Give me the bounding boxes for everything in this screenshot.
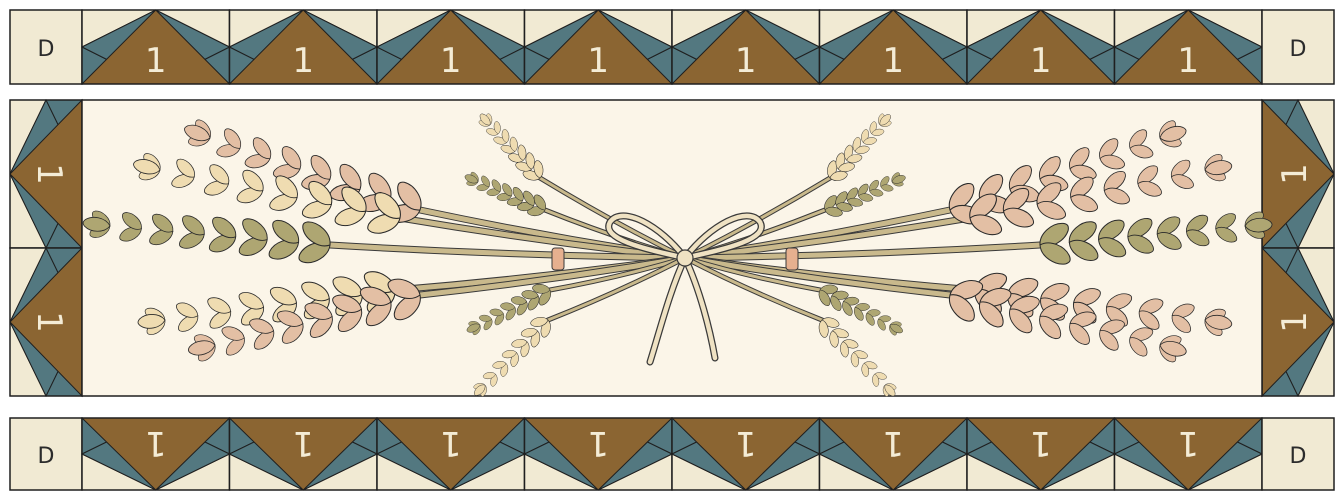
unit-label: 1 (587, 423, 609, 463)
unit-label: 1 (1030, 41, 1052, 81)
flying-geese-unit: 1 (672, 10, 820, 84)
bundle-tie-band (786, 248, 798, 270)
unit-label: 1 (440, 423, 462, 463)
unit-label: 1 (440, 41, 462, 81)
unit-label: 1 (1275, 311, 1315, 333)
top-border: D 1 1 1 1 1 1 1 1 D (10, 10, 1334, 84)
unit-label: 1 (735, 423, 757, 463)
unit-label: 1 (29, 311, 69, 333)
left-border: 11 (10, 100, 82, 396)
flying-geese-unit: 1 (820, 10, 968, 84)
unit-label: 1 (735, 41, 757, 81)
flying-geese-unit: 1 (82, 418, 230, 490)
flying-geese-unit: 1 (10, 248, 82, 396)
flying-geese-unit: 1 (82, 10, 230, 84)
flying-geese-unit: 1 (10, 100, 82, 248)
flying-geese-unit: 1 (1115, 418, 1263, 490)
unit-label: 1 (1275, 163, 1315, 185)
unit-label: 1 (882, 41, 904, 81)
unit-label: 1 (1177, 41, 1199, 81)
unit-label: 1 (292, 41, 314, 81)
flying-geese-unit: 1 (820, 418, 968, 490)
flying-geese-unit: 1 (525, 10, 673, 84)
bottom-border: D 1 1 1 1 1 1 1 1 D (10, 418, 1334, 490)
flying-geese-unit: 1 (1262, 100, 1334, 248)
flying-geese-unit: 1 (967, 418, 1115, 490)
flying-geese-unit: 1 (230, 418, 378, 490)
unit-label: 1 (292, 423, 314, 463)
unit-label: 1 (1177, 423, 1199, 463)
ribbon-knot (677, 250, 693, 266)
center-panel (82, 100, 1273, 398)
flying-geese-unit: 1 (377, 418, 525, 490)
flying-geese-unit: 1 (230, 10, 378, 84)
flying-geese-unit: 1 (377, 10, 525, 84)
unit-label: 1 (145, 423, 167, 463)
corner-label-top-left: D (38, 37, 55, 62)
unit-label: 1 (882, 423, 904, 463)
flying-geese-unit: 1 (1115, 10, 1263, 84)
unit-label: 1 (587, 41, 609, 81)
corner-label-bottom-right: D (1290, 444, 1307, 469)
bundle-tie-band (552, 248, 564, 270)
unit-label: 1 (1030, 423, 1052, 463)
corner-label-top-right: D (1290, 37, 1307, 62)
corner-label-bottom-left: D (38, 444, 55, 469)
unit-label: 1 (145, 41, 167, 81)
unit-label: 1 (29, 163, 69, 185)
flying-geese-unit: 1 (525, 418, 673, 490)
flying-geese-unit: 1 (1262, 248, 1334, 396)
flying-geese-unit: 1 (967, 10, 1115, 84)
right-border: 11 (1262, 100, 1334, 396)
flying-geese-unit: 1 (672, 418, 820, 490)
